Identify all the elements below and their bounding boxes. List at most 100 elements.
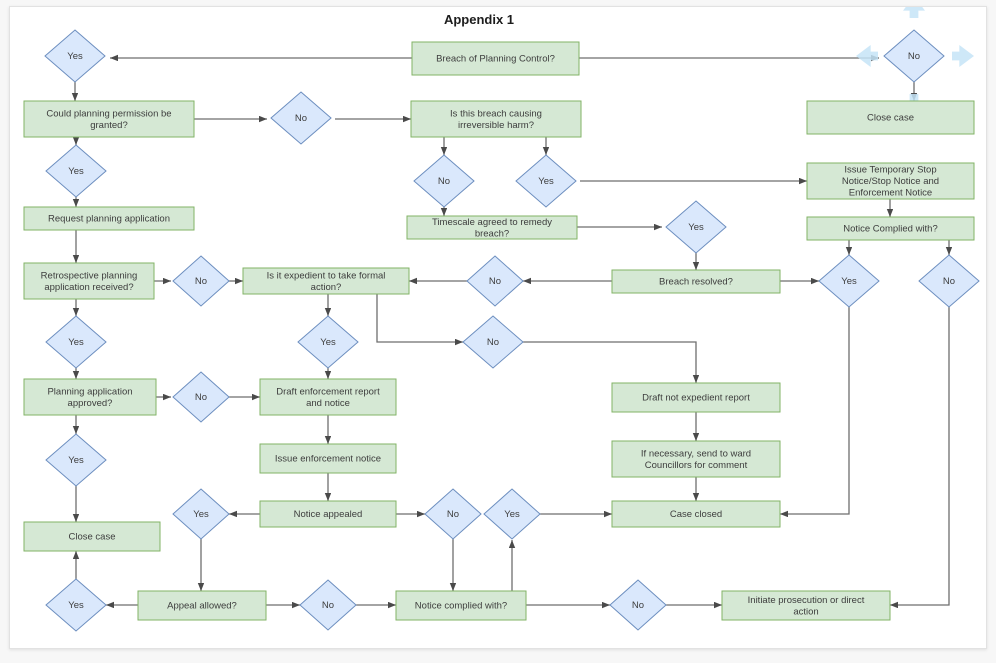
decision-shape-yes_retro[interactable] [45,315,107,369]
node-label-no_retro: No [195,276,207,287]
process-shape-planning_approved[interactable] [23,378,157,416]
process-shape-appeal_allowed[interactable] [137,590,267,621]
process-shape-request_app[interactable] [23,206,195,231]
decision-node-no_permission[interactable]: No [270,91,332,145]
decision-shape-yes_appealed[interactable] [172,488,230,540]
process-shape-notice_appealed[interactable] [259,500,397,528]
process-node-close_case_bl[interactable]: Close case [23,521,161,552]
decision-shape-no_expedient_mid[interactable] [466,255,524,307]
process-shape-issue_tsn[interactable] [806,162,975,200]
decision-node-no_complied_b[interactable]: No [609,579,667,631]
decision-shape-no_irrev[interactable] [413,154,475,208]
process-node-breach_resolved[interactable]: Breach resolved? [611,269,781,294]
process-shape-could_permission[interactable] [23,100,195,138]
decision-shape-no_notice_comp[interactable] [918,254,980,308]
process-shape-initiate_pros[interactable] [721,590,891,621]
decision-shape-yes_approved[interactable] [45,433,107,487]
edge-expedient-to-no_expedient2 [376,294,463,346]
decision-node-yes_notice_comp[interactable]: Yes [818,254,880,308]
decision-shape-no_permission[interactable] [270,91,332,145]
process-node-breach[interactable]: Breach of Planning Control? [411,41,580,76]
decision-shape-yes_top_left[interactable] [44,29,106,83]
decision-shape-no_approved[interactable] [172,371,230,423]
process-shape-notice_complied_r[interactable] [806,216,975,241]
decision-shape-no_appealed[interactable] [424,488,482,540]
decision-node-no_notice_comp[interactable]: No [918,254,980,308]
process-shape-breach[interactable] [411,41,580,76]
decision-node-yes_irrev[interactable]: Yes [515,154,577,208]
decision-node-yes_prosecute[interactable]: Yes [483,488,541,540]
decision-node-yes_permission[interactable]: Yes [45,144,107,198]
node-label-yes_timescale: Yes [688,222,704,233]
decision-shape-yes_timescale[interactable] [665,200,727,254]
process-shape-issue_enf_notice[interactable] [259,443,397,474]
process-node-case_closed[interactable]: Case closed [611,500,781,528]
process-node-appeal_allowed[interactable]: Appeal allowed? [137,590,267,621]
process-shape-close_case_bl[interactable] [23,521,161,552]
decision-shape-no_complied_b[interactable] [609,579,667,631]
node-label-request_app: Request planning application [48,213,170,224]
process-node-draft_not_exp[interactable]: Draft not expedient report [611,382,781,413]
decision-node-no_expedient2[interactable]: No [462,315,524,369]
resize-handle-up-icon[interactable] [903,7,925,18]
process-shape-notice_complied_b[interactable] [395,590,527,621]
decision-shape-no_appeal_allow[interactable] [299,579,357,631]
process-shape-breach_resolved[interactable] [611,269,781,294]
process-node-request_app[interactable]: Request planning application [23,206,195,231]
edges-layer [71,54,953,609]
process-shape-expedient[interactable] [242,267,410,295]
decision-shape-yes_prosecute[interactable] [483,488,541,540]
decision-node-no_approved[interactable]: No [172,371,230,423]
decision-shape-no_top_right[interactable] [883,29,945,83]
decision-node-yes_appeal_allow[interactable]: Yes [45,578,107,632]
process-node-notice_complied_b[interactable]: Notice complied with? [395,590,527,621]
process-node-issue_enf_notice[interactable]: Issue enforcement notice [259,443,397,474]
decision-node-no_top_right[interactable]: No [883,29,945,83]
decision-shape-no_expedient2[interactable] [462,315,524,369]
diagram-canvas[interactable]: Appendix 1 Breach of Planning Control?Ye… [9,6,987,649]
process-shape-irreversible[interactable] [410,100,582,138]
decision-shape-yes_permission[interactable] [45,144,107,198]
decision-node-yes_timescale[interactable]: Yes [665,200,727,254]
process-node-close_case_tr[interactable]: Close case [806,100,975,135]
decision-shape-yes_notice_comp[interactable] [818,254,880,308]
decision-node-no_appealed[interactable]: No [424,488,482,540]
flowchart-svg[interactable]: Appendix 1 Breach of Planning Control?Ye… [10,7,988,650]
process-shape-case_closed[interactable] [611,500,781,528]
decision-node-no_appeal_allow[interactable]: No [299,579,357,631]
process-shape-if_necessary[interactable] [611,440,781,478]
process-shape-retrospective[interactable] [23,262,155,300]
process-shape-draft_enf[interactable] [259,378,397,416]
decision-shape-yes_appeal_allow[interactable] [45,578,107,632]
process-node-notice_appealed[interactable]: Notice appealed [259,500,397,528]
decision-node-yes_top_left[interactable]: Yes [44,29,106,83]
process-shape-draft_not_exp[interactable] [611,382,781,413]
process-shape-timescale[interactable] [406,215,578,240]
resize-handle-right-icon[interactable] [952,45,974,67]
decision-shape-no_retro[interactable] [172,255,230,307]
decision-node-no_expedient_mid[interactable]: No [466,255,524,307]
decision-node-yes_retro[interactable]: Yes [45,315,107,369]
process-shape-close_case_tr[interactable] [806,100,975,135]
node-label-yes_appealed: Yes [193,509,209,520]
decision-node-no_irrev[interactable]: No [413,154,475,208]
decision-shape-yes_expedient[interactable] [297,315,359,369]
process-node-notice_complied_r[interactable]: Notice Complied with? [806,216,975,241]
resize-handle-left-icon[interactable] [856,45,878,67]
decision-node-no_retro[interactable]: No [172,255,230,307]
decision-node-yes_appealed[interactable]: Yes [172,488,230,540]
decision-node-yes_expedient[interactable]: Yes [297,315,359,369]
decision-node-yes_approved[interactable]: Yes [45,433,107,487]
decision-shape-yes_irrev[interactable] [515,154,577,208]
